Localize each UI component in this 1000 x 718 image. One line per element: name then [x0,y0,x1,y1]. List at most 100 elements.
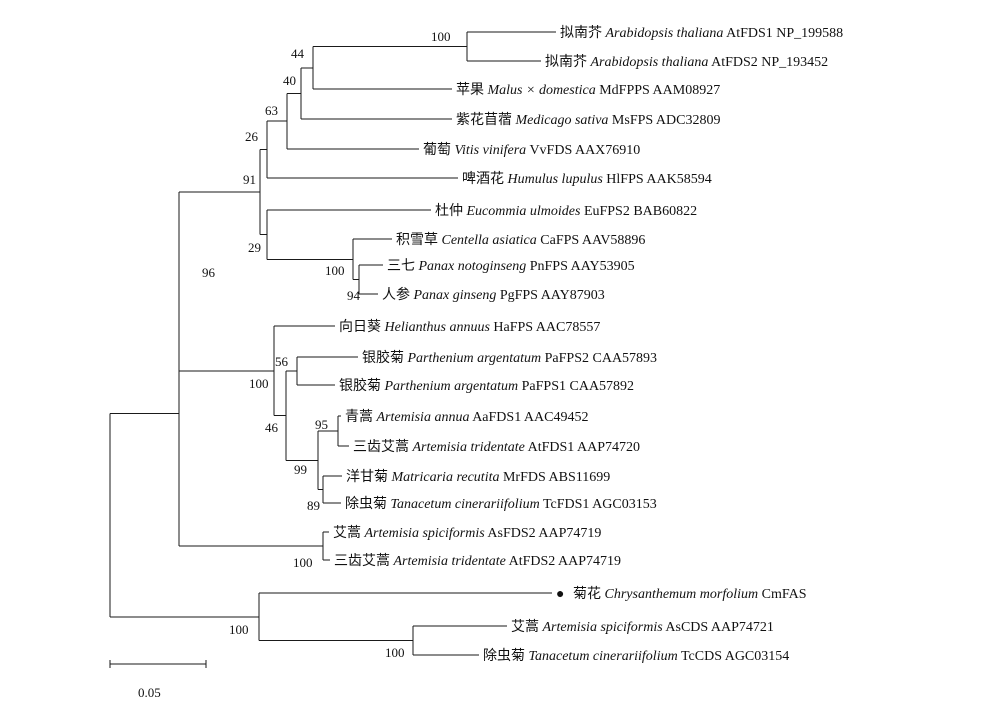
bootstrap-label: 89 [307,498,320,513]
leaf-label: 青蒿 Artemisia annua AaFDS1 AAC49452 [345,409,588,425]
chinese-name: 除虫菊 [345,496,387,512]
chinese-name: 三齿艾蒿 [334,553,390,569]
chinese-name: 青蒿 [345,409,373,425]
scale-bar: 0.05 [109,660,207,700]
bootstrap-label: 91 [243,172,256,187]
chinese-name: 银胶菊 [362,349,404,366]
chinese-name: 人参 [382,286,410,303]
species-name: Humulus lupulus [507,172,604,187]
gene-accession: HaFPS AAC78557 [493,320,600,335]
leaf-label: 苹果 Malus × domestica MdFPPS AAM08927 [456,82,720,98]
chinese-name: 杜仲 [435,203,463,219]
leaf-label: 人参 Panax ginseng PgFPS AAY87903 [382,286,605,303]
gene-accession: AsFDS2 AAP74719 [487,526,601,541]
bootstrap-label: 100 [293,555,313,570]
bootstrap-label: 100 [249,376,269,391]
gene-accession: AsCDS AAP74721 [665,620,774,635]
leaf-label: 除虫菊 Tanacetum cinerariifolium TcCDS AGC0… [483,648,789,664]
bootstrap-label: 100 [385,645,405,660]
species-name: Artemisia annua [376,410,470,425]
species-name: Artemisia spiciformis [542,620,664,635]
species-name: Eucommia ulmoides [466,204,581,219]
scale-bar-label: 0.05 [138,685,161,700]
chinese-name: 艾蒿 [333,525,361,541]
gene-accession: MdFPPS AAM08927 [599,83,720,98]
leaf-label: 葡萄 Vitis vinifera VvFDS AAX76910 [423,142,640,158]
leaf-label: 艾蒿 Artemisia spiciformis AsCDS AAP74721 [511,619,774,635]
bootstrap-label: 26 [245,129,259,144]
leaf-label: 拟南芥 Arabidopsis thaliana AtFDS1 NP_19958… [560,25,843,41]
leaf-label: 银胶菊 Parthenium argentatum PaFPS2 CAA5789… [362,349,657,366]
gene-accession: MsFPS ADC32809 [612,113,721,128]
gene-accession: AtFDS2 AAP74719 [509,554,621,569]
leaf-label: 向日葵 Helianthus annuus HaFPS AAC78557 [339,319,600,335]
bootstrap-label: 100 [431,29,451,44]
chinese-name: 三齿艾蒿 [353,439,409,455]
gene-accession: AtFDS1 NP_199588 [726,26,843,41]
gene-accession: TcCDS AGC03154 [681,649,789,664]
species-name: Parthenium argentatum [407,351,542,366]
species-name: Parthenium argentatum [384,379,519,394]
leaf-label: 洋甘菊 Matricaria recutita MrFDS ABS11699 [346,469,610,485]
leaf-label: 除虫菊 Tanacetum cinerariifolium TcFDS1 AGC… [345,496,657,512]
chinese-name: 拟南芥 [560,25,602,41]
leaf-label: 三齿艾蒿 Artemisia tridentate AtFDS1 AAP7472… [353,439,640,455]
bootstrap-label: 95 [315,417,328,432]
species-name: Chrysanthemum morfolium [605,587,759,602]
leaf-label: 杜仲 Eucommia ulmoides EuFPS2 BAB60822 [435,203,697,219]
gene-accession: AtFDS2 NP_193452 [711,55,828,70]
bootstrap-label: 100 [229,622,249,637]
chinese-name: 向日葵 [339,319,381,335]
leaf-label: 拟南芥 Arabidopsis thaliana AtFDS2 NP_19345… [545,54,828,70]
species-name: Artemisia spiciformis [364,526,486,541]
bootstrap-label: 100 [325,263,345,278]
species-name: Artemisia tridentate [393,554,506,569]
gene-accession: TcFDS1 AGC03153 [543,497,657,512]
species-name: Matricaria recutita [391,470,500,485]
bootstrap-label: 63 [265,103,278,118]
gene-accession: PaFPS2 CAA57893 [545,351,657,366]
species-name: Centella asiatica [442,233,537,248]
bootstrap-label: 46 [265,420,279,435]
chinese-name: 紫花苜蓿 [456,111,512,128]
chinese-name: 积雪草 [396,232,438,248]
bootstrap-values: 1004440632694100299156958999461009610010… [202,29,451,660]
bootstrap-label: 29 [248,240,261,255]
leaf-labels: 拟南芥 Arabidopsis thaliana AtFDS1 NP_19958… [333,25,843,664]
chinese-name: 菊花 [573,586,601,602]
chinese-name: 啤酒花 [462,171,504,187]
species-name: Tanacetum cinerariifolium [529,649,678,664]
bootstrap-label: 44 [291,46,305,61]
gene-accession: VvFDS AAX76910 [529,143,640,158]
species-name: Malus × domestica [487,83,596,98]
gene-accession: AaFDS1 AAC49452 [472,410,588,425]
gene-accession: EuFPS2 BAB60822 [584,204,697,219]
leaf-label: 菊花 Chrysanthemum morfolium CmFAS [573,586,807,602]
chinese-name: 银胶菊 [339,377,381,394]
species-name: Vitis vinifera [455,143,527,158]
gene-accession: PgFPS AAY87903 [500,288,605,303]
gene-accession: PnFPS AAY53905 [530,259,635,274]
leaf-label: 啤酒花 Humulus lupulus HlFPS AAK58594 [462,171,712,187]
bootstrap-label: 99 [294,462,307,477]
chinese-name: 洋甘菊 [346,469,388,485]
species-name: Arabidopsis thaliana [590,55,709,70]
leaf-label: 三七 Panax notoginseng PnFPS AAY53905 [387,258,635,274]
leaf-label: 三齿艾蒿 Artemisia tridentate AtFDS2 AAP7471… [334,553,621,569]
species-name: Helianthus annuus [384,320,491,335]
gene-accession: MrFDS ABS11699 [503,470,610,485]
bootstrap-label: 96 [202,265,216,280]
gene-accession: CmFAS [762,587,807,602]
chinese-name: 苹果 [456,82,484,98]
leaf-label: 积雪草 Centella asiatica CaFPS AAV58896 [396,232,645,248]
species-name: Panax notoginseng [418,259,527,274]
gene-accession: CaFPS AAV58896 [540,233,645,248]
species-name: Artemisia tridentate [412,440,525,455]
species-name: Tanacetum cinerariifolium [391,497,540,512]
gene-accession: PaFPS1 CAA57892 [522,379,634,394]
chinese-name: 三七 [387,258,415,274]
bootstrap-label: 40 [283,73,296,88]
tree-branches [109,31,556,656]
leaf-label: 艾蒿 Artemisia spiciformis AsFDS2 AAP74719 [333,525,601,541]
leaf-label: 紫花苜蓿 Medicago sativa MsFPS ADC32809 [456,111,720,128]
